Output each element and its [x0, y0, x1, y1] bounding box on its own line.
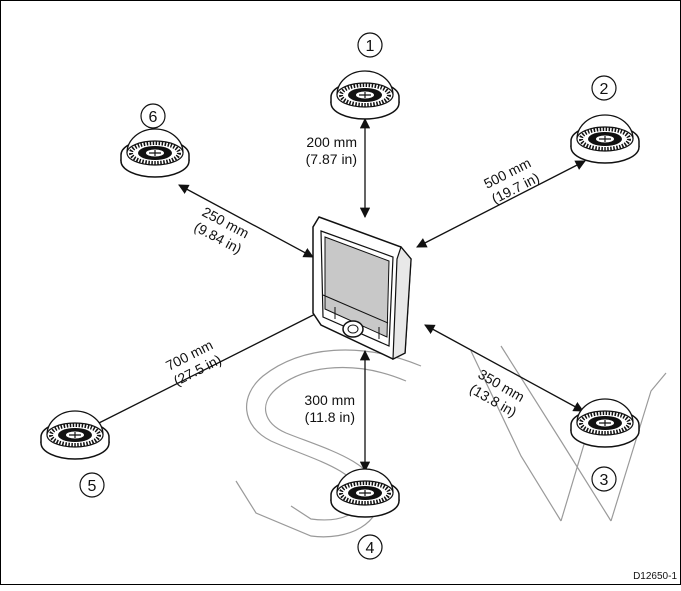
arrow-to-compass-2 [416, 160, 586, 248]
compass-number-6: 6 [149, 109, 158, 126]
compass-number-1: 1 [366, 38, 375, 55]
number-callouts [79, 32, 617, 560]
distance-1-mm: 200 mm [306, 134, 357, 150]
arrow-to-compass-5 [86, 296, 350, 430]
compass-number-4: 4 [366, 540, 375, 557]
compass-4 [329, 467, 401, 519]
compass-number-2: 2 [600, 81, 609, 98]
compass-number-3: 3 [600, 472, 609, 489]
compass-number-5: 5 [88, 478, 97, 495]
distance-arrows [86, 117, 586, 473]
distance-4-mm: 300 mm [304, 392, 355, 408]
compass-5 [39, 409, 111, 461]
display-unit [312, 216, 412, 360]
compass-6 [119, 127, 191, 179]
figure-code: D12650-1 [633, 571, 677, 582]
distance-4-in: (11.8 in) [305, 409, 355, 425]
compass-2 [569, 113, 641, 165]
display-screen [324, 236, 390, 338]
arrow-to-compass-3 [424, 324, 584, 412]
compass-3 [569, 397, 641, 449]
distance-1-in: (7.87 in) [306, 151, 357, 167]
compass-1 [329, 69, 401, 121]
arrow-to-compass-6 [178, 184, 314, 258]
